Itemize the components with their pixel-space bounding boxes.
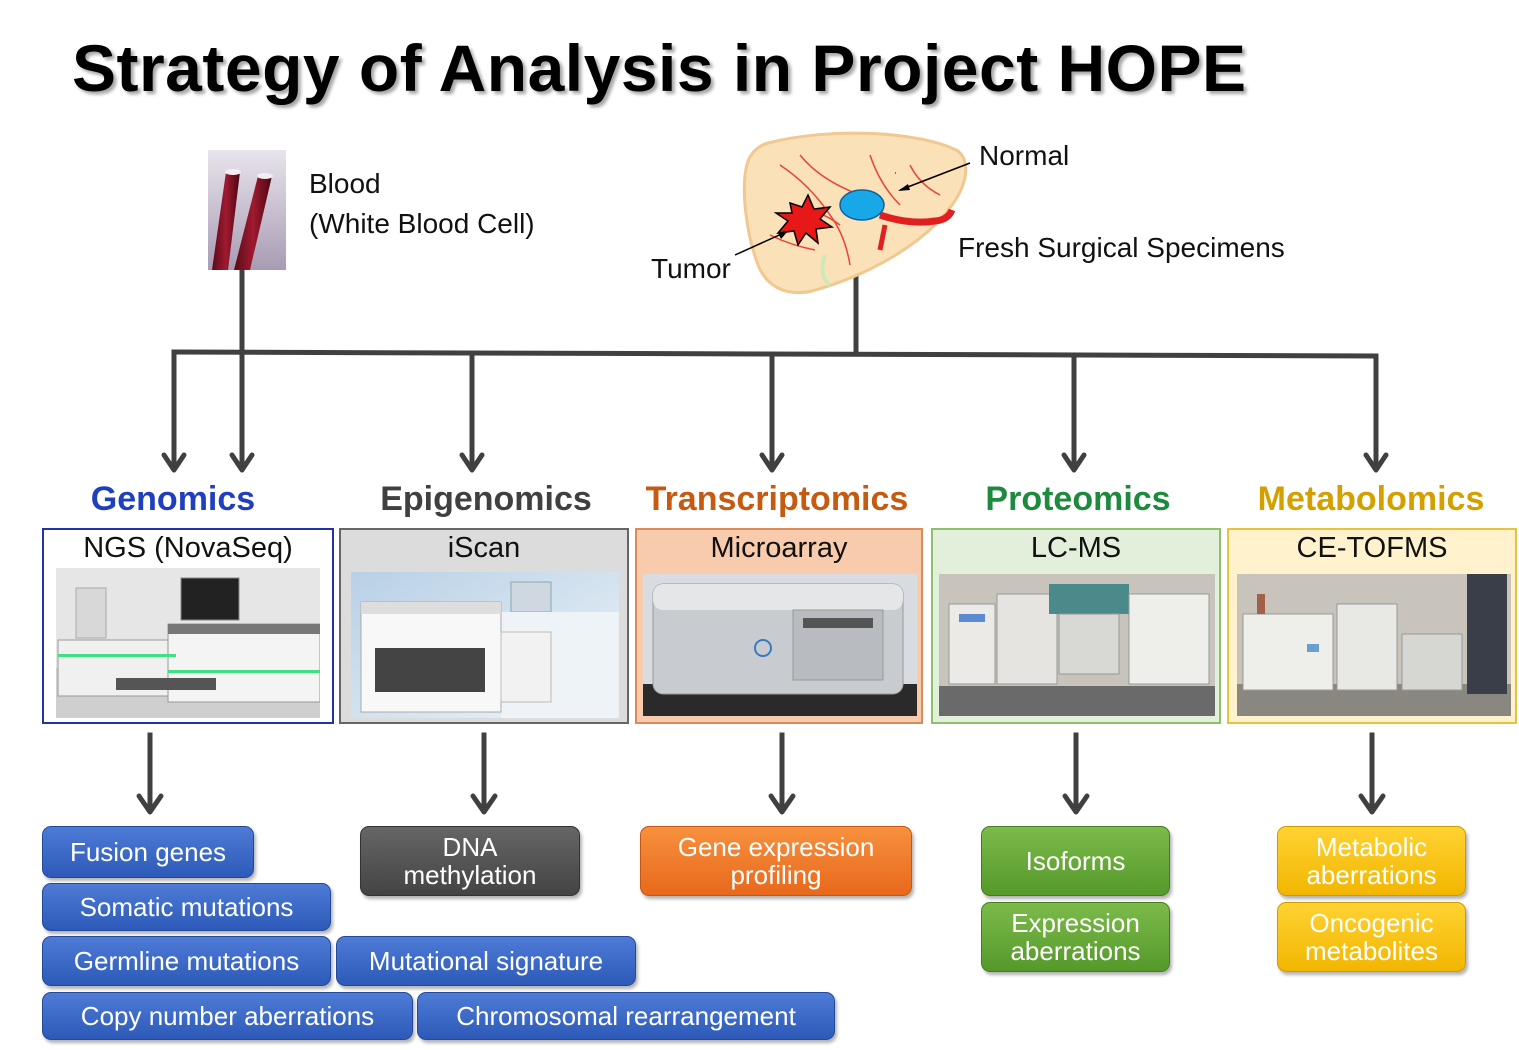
somatic-mutations-pill: Somatic mutations (42, 883, 331, 931)
liver-illustration (742, 131, 968, 294)
tumor-label: Tumor (651, 253, 731, 284)
metabolic-aberrations-pill: Metabolic aberrations (1277, 826, 1466, 896)
gene-expression-profiling-pill: Gene expression profiling (640, 826, 912, 896)
ngs-label: NGS (NovaSeq) (83, 532, 293, 564)
novaseq-photo (56, 568, 320, 718)
dna-methylation-pill: DNA methylation (360, 826, 580, 896)
microarray-label: Microarray (710, 532, 848, 564)
expression-aberrations-pill: Expression aberrations (981, 902, 1170, 972)
mutational-signature-pill: Mutational signature (336, 936, 636, 986)
lcms-instrument-box: LC-MS (931, 528, 1221, 724)
fusion-genes-pill: Fusion genes (42, 826, 254, 878)
lcms-label: LC-MS (1030, 532, 1122, 564)
microarray-scanner-photo (643, 574, 917, 716)
ngs-instrument-box: NGS (NovaSeq) (42, 528, 334, 724)
germline-mutations-pill: Germline mutations (42, 936, 331, 986)
white-blood-cell-label: (White Blood Cell) (309, 208, 535, 239)
cetofms-instrument-box: CE-TOFMS (1227, 528, 1517, 724)
microarray-instrument-box: Microarray (635, 528, 923, 724)
genomics-title: Genomics (90, 480, 256, 518)
page-title: Strategy of Analysis in Project HOPE (72, 31, 1247, 105)
cetofms-label: CE-TOFMS (1296, 532, 1448, 564)
blood-tubes-image (208, 150, 286, 270)
copy-number-aberrations-pill: Copy number aberrations (42, 992, 413, 1040)
fresh-surgical-specimens-label: Fresh Surgical Specimens (958, 232, 1285, 263)
oncogenic-metabolites-pill: Oncogenic metabolites (1277, 902, 1466, 972)
iscan-instrument-box: iScan (339, 528, 629, 724)
isoforms-pill: Isoforms (981, 826, 1170, 896)
epigenomics-title: Epigenomics (380, 480, 592, 518)
chromosomal-rearrangement-pill: Chromosomal rearrangement (417, 992, 835, 1040)
proteomics-title: Proteomics (985, 480, 1171, 518)
lcms-photo (939, 574, 1215, 716)
iscan-label: iScan (447, 532, 521, 564)
metabolomics-title: Metabolomics (1257, 480, 1485, 518)
transcriptomics-title: Transcriptomics (645, 480, 909, 518)
iscan-photo (351, 572, 619, 718)
normal-label: Normal (979, 140, 1070, 171)
blood-label: Blood (309, 168, 381, 199)
cetofms-photo (1237, 574, 1511, 716)
